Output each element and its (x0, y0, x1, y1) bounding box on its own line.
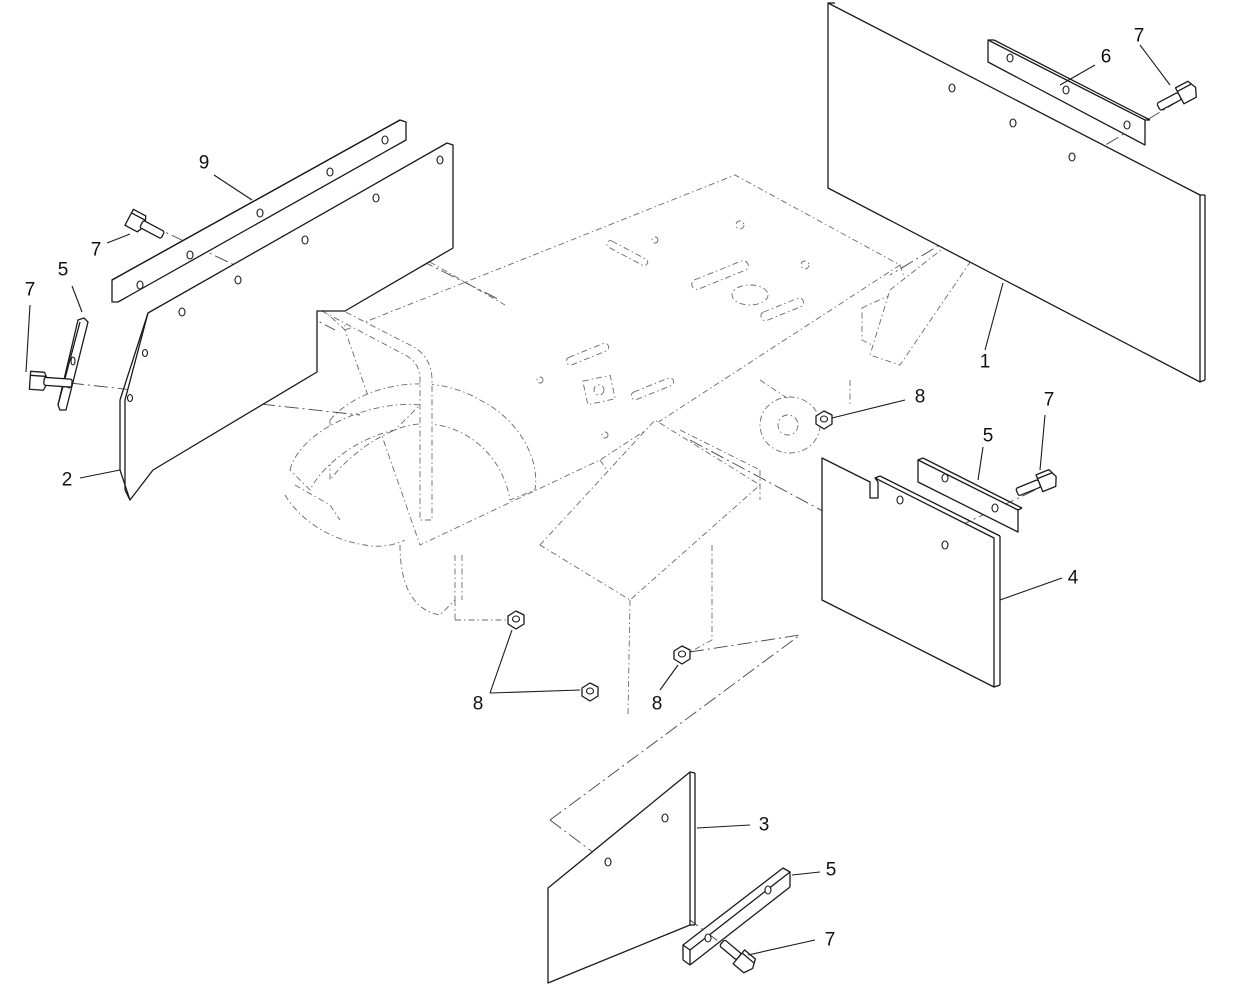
callout-6: 6 (1101, 47, 1112, 68)
callout-5-left: 5 (58, 260, 69, 281)
callout-7-left-strap: 7 (91, 240, 102, 261)
part-3-lower-panel (547, 771, 696, 984)
part-5-plate-left (57, 317, 89, 411)
callout-5-bottom: 5 (826, 860, 837, 881)
callout-7-top-right: 7 (1134, 26, 1145, 47)
callout-labels: 1 2 3 4 5 5 5 6 7 7 7 7 7 8 8 8 9 (25, 26, 1145, 951)
nut-8-lower (581, 682, 599, 702)
callout-7-bottom: 7 (825, 930, 836, 951)
callout-5-right: 5 (983, 426, 994, 447)
bolt-7-right-strap (1015, 469, 1057, 496)
callout-1: 1 (980, 352, 991, 373)
part-1-rear-panel (827, 2, 1206, 383)
part-5-strap-right (917, 457, 1023, 533)
nut-8-center (507, 610, 525, 630)
callout-8-center: 8 (473, 694, 484, 715)
part-2-side-panel (119, 142, 454, 501)
callout-3: 3 (759, 815, 770, 836)
bolt-7-far-left (28, 370, 73, 391)
part-6-strap (987, 39, 1151, 146)
part-4-notched-panel (821, 457, 1001, 688)
callout-7-right-strap: 7 (1044, 390, 1055, 411)
callout-9: 9 (199, 153, 210, 174)
nut-8-mid (673, 645, 691, 665)
leader-lines (25, 44, 1171, 956)
bolt-7-bottom (719, 939, 757, 974)
nut-8-right (815, 410, 833, 430)
callout-8-mid: 8 (652, 694, 663, 715)
callout-8-right: 8 (915, 387, 926, 408)
callout-7-far-left: 7 (25, 280, 36, 301)
bolt-7-left-strap (124, 208, 165, 239)
callout-4: 4 (1068, 568, 1079, 589)
bolt-7-top-right (1156, 80, 1197, 111)
callout-2: 2 (62, 470, 73, 491)
part-5-strap-bottom (682, 867, 791, 966)
part-9-strap (111, 119, 407, 303)
